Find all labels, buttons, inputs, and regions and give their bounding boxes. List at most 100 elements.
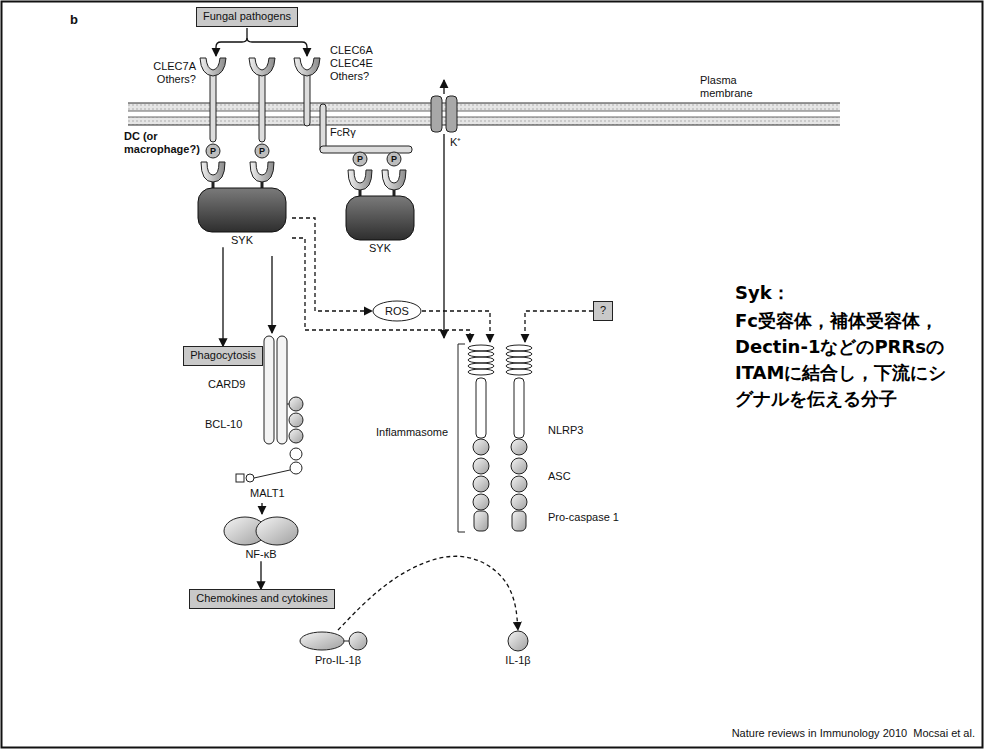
receptor-name: CLEC6A CLEC4E Others?: [330, 44, 382, 84]
receptor-symbol: [249, 58, 275, 76]
receptor-name: CLEC7A Others?: [144, 60, 196, 86]
inflammasome-complex: [468, 369, 494, 375]
node-text: Phagocytosis: [190, 349, 255, 362]
phospho-mark: P: [210, 146, 216, 157]
mature-domain: [349, 632, 367, 650]
node-text: IL-1β: [495, 654, 541, 667]
node-shape: [495, 630, 541, 654]
inflammasome-complex: [473, 439, 489, 455]
plasma-membrane: [128, 103, 840, 111]
node-text: Chemokines and cytokines: [196, 592, 327, 605]
dashed-arrow: [525, 311, 593, 342]
inflammasome-complex: [506, 345, 532, 351]
sh2-domain: [201, 162, 225, 182]
receptor-symbol: [200, 58, 226, 76]
node-text: Pro-IL-1β: [298, 654, 378, 667]
unknown-box: ?: [593, 301, 613, 320]
receptor-symbol: [304, 72, 310, 126]
card9-complex: [254, 470, 290, 478]
pathogen-box: Fungal pathogens: [196, 7, 298, 26]
node-shape: [298, 630, 378, 654]
inflammasome-complex: [512, 511, 526, 531]
protein-name: Pro-caspase 1: [548, 511, 619, 524]
card9-complex: [264, 336, 274, 444]
outcome-box: Chemokines and cytokines: [189, 589, 334, 608]
receptor-symbol: [259, 72, 265, 142]
plasma-membrane: [128, 103, 840, 104]
inflammasome-complex: [511, 458, 527, 474]
pathogen-arrows: [216, 28, 247, 56]
card9-complex: [289, 429, 303, 443]
inflammasome-group: Inflammasome: [372, 342, 540, 535]
node-text: ?: [600, 304, 606, 317]
signal-arrow: [222, 247, 223, 346]
inflammasome-complex: [468, 357, 494, 363]
signal-arrow: [261, 503, 262, 514]
node-text: Inflammasome: [376, 426, 540, 439]
inflammasome-complex: [474, 511, 488, 531]
protein-name: BCL-10: [205, 418, 242, 431]
note-line: ITAMに結合し，下流にシ: [735, 362, 946, 384]
citation: Nature reviews in Immunology 2010 Mocsai…: [732, 727, 975, 740]
transcription-factor: NF-κB: [215, 516, 307, 561]
inflammasome-complex: [458, 344, 465, 532]
note-line: グナルを伝える分子: [735, 388, 897, 410]
phospho-circle: [206, 144, 401, 166]
kinase-domain: [346, 196, 414, 240]
inflammasome-complex: [506, 351, 532, 357]
inflammasome-complex: [468, 345, 532, 375]
inflammasome-complex: [506, 363, 532, 369]
inflammasome-complex: [473, 476, 489, 492]
card9-complex: [277, 336, 287, 444]
inflammasome-complex: [514, 378, 524, 438]
inflammasome-complex: [473, 458, 489, 474]
dashed-arrow: [338, 556, 518, 630]
inflammasome-complex: [468, 345, 494, 351]
node-shape: [215, 516, 307, 548]
plasma-membrane: [128, 111, 840, 112]
dashed-arrow: [422, 311, 490, 342]
inflammasome-complex: [468, 351, 494, 357]
card9-complex: [246, 474, 254, 482]
inflammasome-complex: [476, 378, 486, 438]
node-text: SYK: [192, 234, 292, 247]
fcr-gamma-chain: [320, 104, 412, 153]
card9-complex: [289, 397, 303, 411]
protein-name: ASC: [548, 470, 571, 483]
potassium-arrow: [443, 134, 444, 338]
plasma-membrane: [128, 125, 840, 126]
ros-outline: [373, 301, 421, 321]
outcome-box: Phagocytosis: [183, 346, 262, 365]
card9-complex: [290, 462, 302, 474]
inflammasome-complex: [506, 357, 532, 363]
inflammasome-complex: [506, 369, 532, 375]
inflammasome-complex: [468, 363, 494, 369]
ion-channel: [431, 96, 457, 132]
node-text: NF-κB: [215, 548, 307, 561]
structure-name: Plasma membrane: [700, 74, 760, 100]
ion-channel: [446, 96, 457, 132]
note-heading: Syk：: [735, 282, 790, 304]
fcr-gamma-chain: [320, 146, 412, 153]
inflammasome-complex: [511, 476, 527, 492]
potassium-arrow: [443, 80, 444, 338]
note-line: Dectin-1などのPRRsの: [735, 336, 944, 358]
kinase-symbol: SYK: [340, 168, 420, 255]
mature-domain: [508, 631, 528, 651]
phospho-mark: P: [357, 154, 363, 165]
sh2-domain: [250, 162, 274, 182]
signal-arrow: [260, 561, 261, 589]
card9-complex: [289, 413, 303, 427]
ros-ellipse: ROS: [372, 300, 422, 322]
sh2-domain: [382, 170, 406, 190]
receptor-symbol: [200, 58, 320, 142]
receptor-name: FcRγ: [330, 126, 356, 139]
cell-type: DC (or macrophage?): [124, 130, 202, 156]
dashed-arrow: [292, 238, 470, 342]
pro-domain: [300, 632, 344, 650]
phospho-mark: P: [259, 146, 265, 157]
plasma-membrane: [128, 117, 840, 125]
card9-complex: [290, 448, 302, 460]
plasma-membrane: [128, 117, 840, 118]
node-shape: [340, 168, 420, 242]
